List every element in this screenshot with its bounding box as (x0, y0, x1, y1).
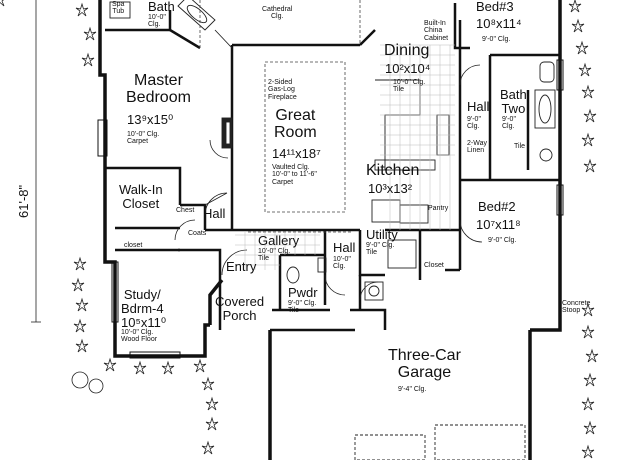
bed3-name: Bed#3 (476, 0, 514, 14)
master-bedroom-name: Master Bedroom (126, 72, 191, 106)
dimension-line (31, 0, 41, 323)
spa-tub-label: Spa Tub (112, 1, 125, 16)
utility-name: Utility (366, 227, 398, 242)
garage-clg: 9'-4" Clg. (398, 386, 427, 393)
concrete-stoop-label: Concrete Stoop (562, 300, 591, 315)
closet-right-label: Closet (424, 262, 444, 269)
study-name: Study/ Bdrm-4 (121, 287, 164, 316)
bath-two-name: Bath Two (500, 87, 527, 116)
hall-center-name: Hall (333, 240, 356, 255)
dining-size: 10²x10⁴ (385, 61, 431, 76)
hall-master-label: Hall (203, 206, 226, 221)
bed3-size: 10⁸x11⁴ (476, 16, 522, 31)
master-bedroom-clg: 10'-0" Clg. Carpet (127, 131, 160, 146)
overall-dimension: 61'-8" (16, 184, 31, 218)
dining-name: Dining (384, 42, 430, 59)
tile-areas (235, 44, 455, 270)
bath-master-clg: 10'-0" Clg. (148, 14, 166, 29)
powder-room-clg: 9'-0" Clg. Tile (288, 300, 317, 315)
great-room-name: Great Room (274, 107, 317, 141)
windows (97, 59, 564, 359)
master-bedroom-size: 13⁹x15⁰ (127, 112, 174, 127)
bed2-clg: 9'-0" Clg. (488, 237, 517, 244)
great-room-size: 14¹¹x18⁷ (272, 146, 321, 161)
study-clg: 10'-0" Clg. Wood Floor (121, 329, 158, 344)
bath-master-name: Bath (148, 0, 175, 14)
closet-left-label: closet (124, 242, 143, 249)
chest-label: Chest (176, 207, 195, 214)
built-in-cabinet-label: Built-In China Cabinet (424, 20, 449, 42)
bed2-size: 10⁷x11⁸ (476, 217, 521, 232)
powder-room-name: Pwdr (288, 285, 318, 300)
covered-porch-name: Covered Porch (215, 294, 265, 323)
kitchen-name: Kitchen (366, 162, 420, 179)
hall-center-clg: 10'-0" Clg. (333, 256, 351, 271)
gallery-name: Gallery (258, 233, 300, 248)
bed2-name: Bed#2 (478, 199, 516, 214)
linen-label: 2-Way Linen (467, 140, 487, 155)
interior-walls (105, 3, 560, 332)
hall-right-clg: 9'-0" Clg. (467, 116, 481, 131)
bath-two-tile-label: Tile (514, 143, 526, 150)
landscaping (0, 0, 599, 459)
study-size: 10⁵x11⁰ (121, 315, 167, 330)
walk-in-closet-name: Walk-In Closet (119, 182, 163, 211)
bed3-clg: 9'-0" Clg. (482, 36, 511, 43)
hall-right-name: Hall (467, 99, 490, 114)
pantry-label: Pantry (428, 205, 449, 212)
dining-clg: 10'-0" Clg. Tile (393, 79, 426, 94)
gallery-clg: 10'-0" Clg. Tile (258, 248, 291, 263)
coats-label: Coats (188, 230, 207, 237)
cathedral-label: Cathedral Clg. (262, 6, 293, 21)
dashed-outlines (199, 0, 361, 233)
fireplace-label: 2-Sided Gas-Log Fireplace (268, 79, 297, 101)
great-room-clg: Vaulted Clg. 10'-0" to 11'-6" Carpet (272, 164, 317, 186)
entry-label: Entry (226, 259, 257, 274)
garage-name: Three-Car Garage (388, 347, 461, 381)
utility-clg: 9'-0" Clg. Tile (366, 242, 395, 257)
bath-two-clg: 9'-0" Clg. (502, 116, 516, 131)
kitchen-size: 10³x13² (368, 181, 413, 196)
